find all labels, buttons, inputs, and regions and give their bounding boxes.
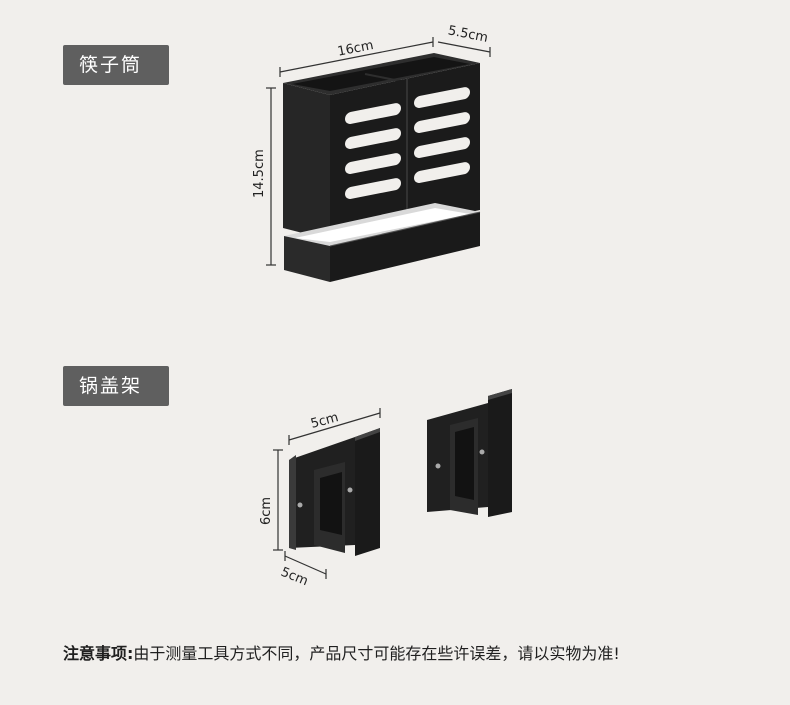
section-tag-lid-rack: 锅盖架	[63, 366, 169, 406]
disclaimer-label: 注意事项:	[63, 644, 134, 663]
chopsticks-width-label: 16cm	[336, 38, 375, 60]
disclaimer-note: 注意事项:由于测量工具方式不同，产品尺寸可能存在些许误差，请以实物为准!	[63, 640, 620, 664]
chopsticks-height-label: 14.5cm	[252, 149, 267, 198]
chopstick-holder-illustration: 16cm 5.5cm 14.5cm	[252, 23, 491, 282]
disclaimer-text: 由于测量工具方式不同，产品尺寸可能存在些许误差，请以实物为准!	[133, 644, 620, 663]
lid-rack-illustration: 5cm 6cm 5cm	[259, 389, 512, 589]
lid-rack-depth-label: 5cm	[279, 565, 311, 589]
lid-rack-width-label: 5cm	[309, 410, 340, 432]
section-tag-chopsticks: 筷子筒	[63, 45, 169, 85]
lid-rack-height-label: 6cm	[259, 497, 274, 525]
chopsticks-depth-label: 5.5cm	[447, 23, 490, 45]
